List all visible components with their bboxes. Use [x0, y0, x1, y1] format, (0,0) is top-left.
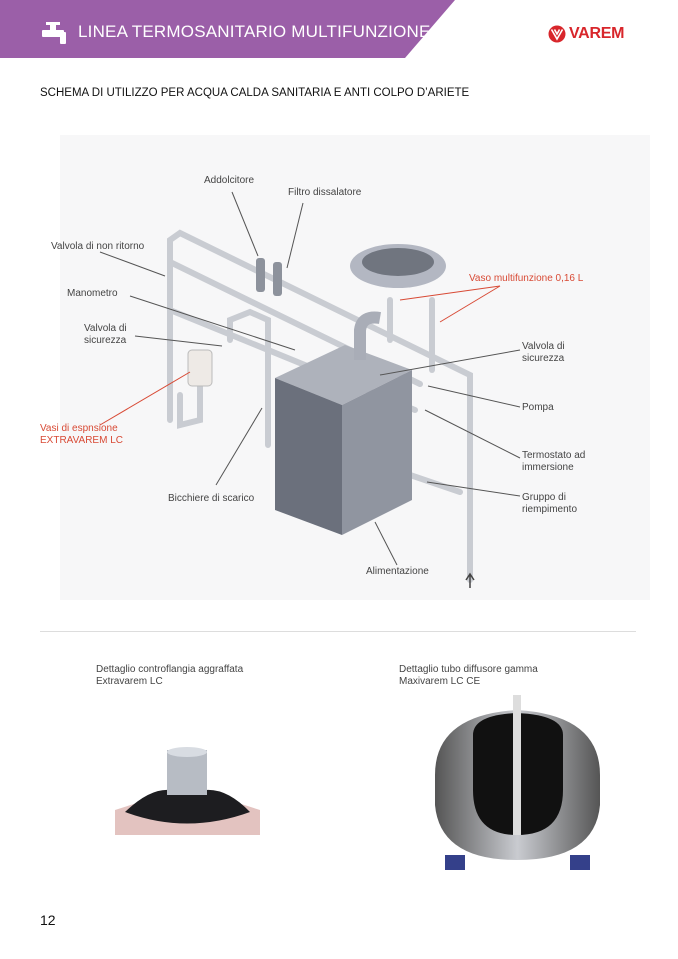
- brand-name: VAREM: [569, 25, 625, 42]
- header-title: LINEA TERMOSANITARIO MULTIFUNZIONE: [78, 22, 431, 41]
- caption-line: Extravarem LC: [96, 676, 163, 687]
- caption-line: Dettaglio tubo diffusore gamma: [399, 664, 538, 675]
- label-line: riempimento: [522, 504, 578, 515]
- label-addolcitore: Addolcitore: [204, 175, 255, 186]
- label-vaso-multifunzione: Vaso multifunzione 0,16 L: [469, 273, 584, 284]
- caption-line: Maxivarem LC CE: [399, 676, 481, 687]
- varem-logo-icon: [548, 25, 566, 43]
- plumbing-diagram: [99, 191, 521, 588]
- brand-logo: VAREM: [548, 25, 624, 43]
- label-pompa: Pompa: [522, 402, 554, 413]
- label-line: Vasi di espnsione: [40, 423, 118, 434]
- sink: [350, 244, 446, 288]
- label-line: sicurezza: [84, 335, 127, 346]
- page-number: 12: [40, 912, 56, 928]
- boiler: [275, 345, 412, 535]
- tank-detail-image: [435, 695, 600, 870]
- label-line: Termostato ad: [522, 450, 586, 461]
- header-banner: [0, 0, 455, 58]
- label-line: EXTRAVAREM LC: [40, 435, 123, 446]
- label-line: Gruppo di: [522, 492, 566, 503]
- label-valvola-non-ritorno: Valvola di non ritorno: [51, 241, 145, 252]
- label-bicchiere-scarico: Bicchiere di scarico: [168, 493, 255, 504]
- label-line: sicurezza: [522, 353, 565, 364]
- label-line: Valvola di: [84, 323, 127, 334]
- label-manometro: Manometro: [67, 288, 118, 299]
- divider: [40, 631, 636, 632]
- label-alimentazione: Alimentazione: [366, 566, 429, 577]
- label-line: immersione: [522, 462, 574, 473]
- flange-detail-image: [115, 747, 260, 835]
- caption-line: Dettaglio controflangia aggraffata: [96, 664, 244, 675]
- label-filtro-dissalatore: Filtro dissalatore: [288, 187, 362, 198]
- faucet-icon: [42, 22, 66, 44]
- section-title: SCHEMA DI UTILIZZO PER ACQUA CALDA SANIT…: [40, 87, 470, 99]
- label-line: Valvola di: [522, 341, 565, 352]
